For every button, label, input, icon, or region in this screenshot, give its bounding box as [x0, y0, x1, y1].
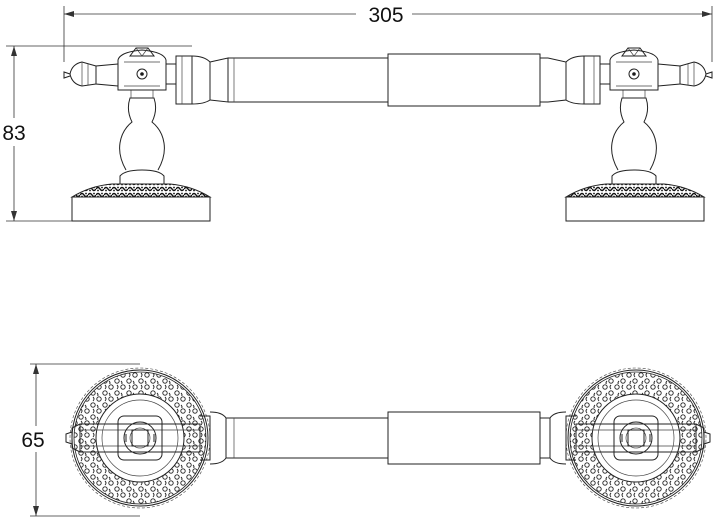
- grab-bar-side: [209, 53, 567, 107]
- right-rosette-top: [549, 367, 711, 509]
- dimension-height: 83: [2, 45, 192, 222]
- side-view: [63, 47, 713, 222]
- length-dimension-label: 305: [368, 4, 403, 27]
- top-view: [65, 367, 711, 509]
- left-post-side: [63, 47, 211, 222]
- height-dimension-label: 83: [2, 122, 25, 145]
- dimension-depth: 65: [21, 363, 140, 517]
- dimension-length: 305: [63, 4, 713, 62]
- right-post-side: [565, 47, 713, 222]
- depth-dimension-label: 65: [21, 429, 44, 452]
- left-rosette-top: [65, 367, 227, 509]
- grab-bar-top: [226, 411, 550, 465]
